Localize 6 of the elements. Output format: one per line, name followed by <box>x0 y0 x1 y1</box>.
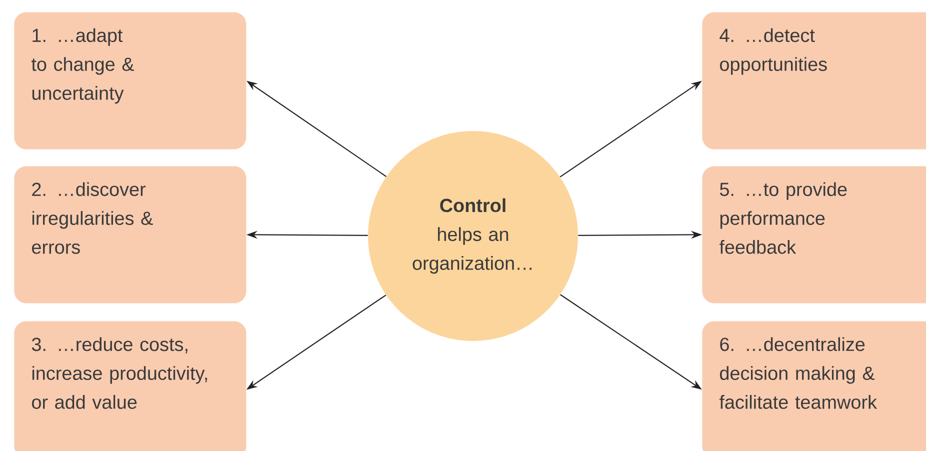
text-box: 2. …discover irregularities & errors <box>14 166 246 304</box>
text-box: 6. …decentralize decision making & facilitate teamwork <box>702 321 926 451</box>
text-box: 1. …adapt to change & uncertainty <box>14 12 246 150</box>
text-box: 5. …to provide performance feedback <box>702 166 926 304</box>
text-box: 3. …reduce costs, increase productivity, or add value <box>14 321 246 451</box>
text-box: 4. …detect opportunities <box>702 12 926 150</box>
